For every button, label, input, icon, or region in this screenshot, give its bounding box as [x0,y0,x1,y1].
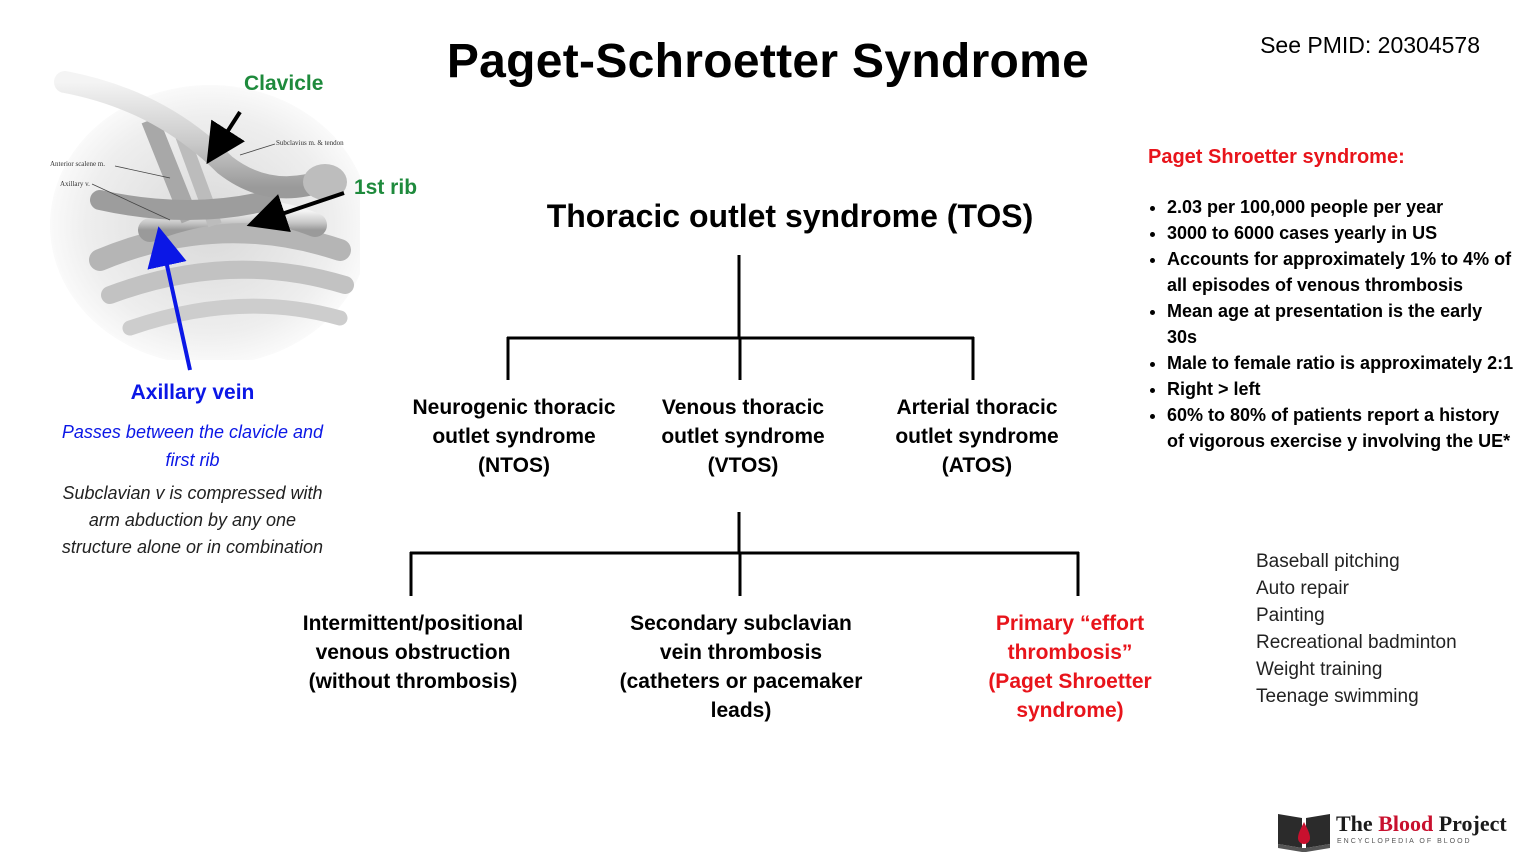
fact-item: Mean age at presentation is the early 30… [1167,298,1517,350]
logo-tagline: ENCYCLOPEDIA OF BLOOD [1337,838,1472,845]
label-axillary-v: Axillary v. [60,180,90,188]
node-atos: Arterial thoracic outlet syndrome (ATOS) [895,396,1059,477]
node-primary-effort-thrombosis: Primary “effort thrombosis” (Paget Shroe… [988,612,1152,722]
label-first-rib: 1st rib [354,176,418,199]
logo-word-blood: Blood [1378,811,1434,836]
leader-line [114,165,171,179]
label-axillary-vein: Axillary vein [130,381,255,404]
axillary-vein-description: Passes between the clavicle and first ri… [61,422,324,470]
node-secondary-thrombosis: Secondary subclavian vein thrombosis (ca… [619,612,863,722]
activity-item: Recreational badminton [1256,632,1457,653]
node-ntos: Neurogenic thoracic outlet syndrome (NTO… [412,396,616,477]
logo-word-the: The [1336,811,1379,836]
book-logo-icon [1278,814,1330,852]
fact-item: Male to female ratio is approximately 2:… [1167,350,1517,376]
first-rib-arrow [246,191,345,233]
clavicle-arrow [206,110,245,165]
fact-item: 3000 to 6000 cases yearly in US [1167,220,1517,246]
fact-item: 2.03 per 100,000 people per year [1167,194,1517,220]
activity-item: Painting [1256,605,1325,626]
logo-word-project: Project [1433,811,1507,836]
node-vtos: Venous thoracic outlet syndrome (VTOS) [661,396,825,477]
axillary-vein-arrow [147,226,192,371]
anatomy-illustration: Subclavius m. & tendon Anterior scalene … [50,71,360,360]
node-intermittent-obstruction: Intermittent/positional venous obstructi… [302,612,524,693]
rib-shape [101,260,354,304]
activity-item: Teenage swimming [1256,686,1419,707]
fact-item: Right > left [1167,376,1517,402]
leader-line [91,183,171,221]
rib-shape [122,298,348,336]
anatomy-arrows [147,110,345,371]
label-clavicle: Clavicle [244,72,324,95]
label-subclavius: Subclavius m. & tendon [276,139,344,147]
activity-item: Auto repair [1256,578,1349,599]
facts-list: 2.03 per 100,000 people per year 3000 to… [1145,194,1517,454]
label-anterior-scalene: Anterior scalene m. [50,160,105,168]
fact-item: Accounts for approximately 1% to 4% of a… [1167,246,1517,298]
activities-list: Baseball pitching Auto repair Painting R… [1256,548,1516,710]
tree-root-tos: Thoracic outlet syndrome (TOS) [546,198,1034,234]
shoulder-joint-shape [303,164,347,200]
logo-wordmark: The Blood Project [1336,811,1507,837]
activity-item: Weight training [1256,659,1383,680]
subclavian-compression-description: Subclavian v is compressed with arm abdu… [61,483,324,557]
reference-pmid: See PMID: 20304578 [1260,32,1480,58]
facts-heading: Paget Shroetter syndrome: [1148,146,1405,168]
page-title: Paget-Schroetter Syndrome [446,35,1090,88]
fact-item: 60% to 80% of patients report a history … [1167,402,1517,454]
leader-line [239,143,276,156]
activity-item: Baseball pitching [1256,551,1400,572]
rib-shape [89,221,351,271]
